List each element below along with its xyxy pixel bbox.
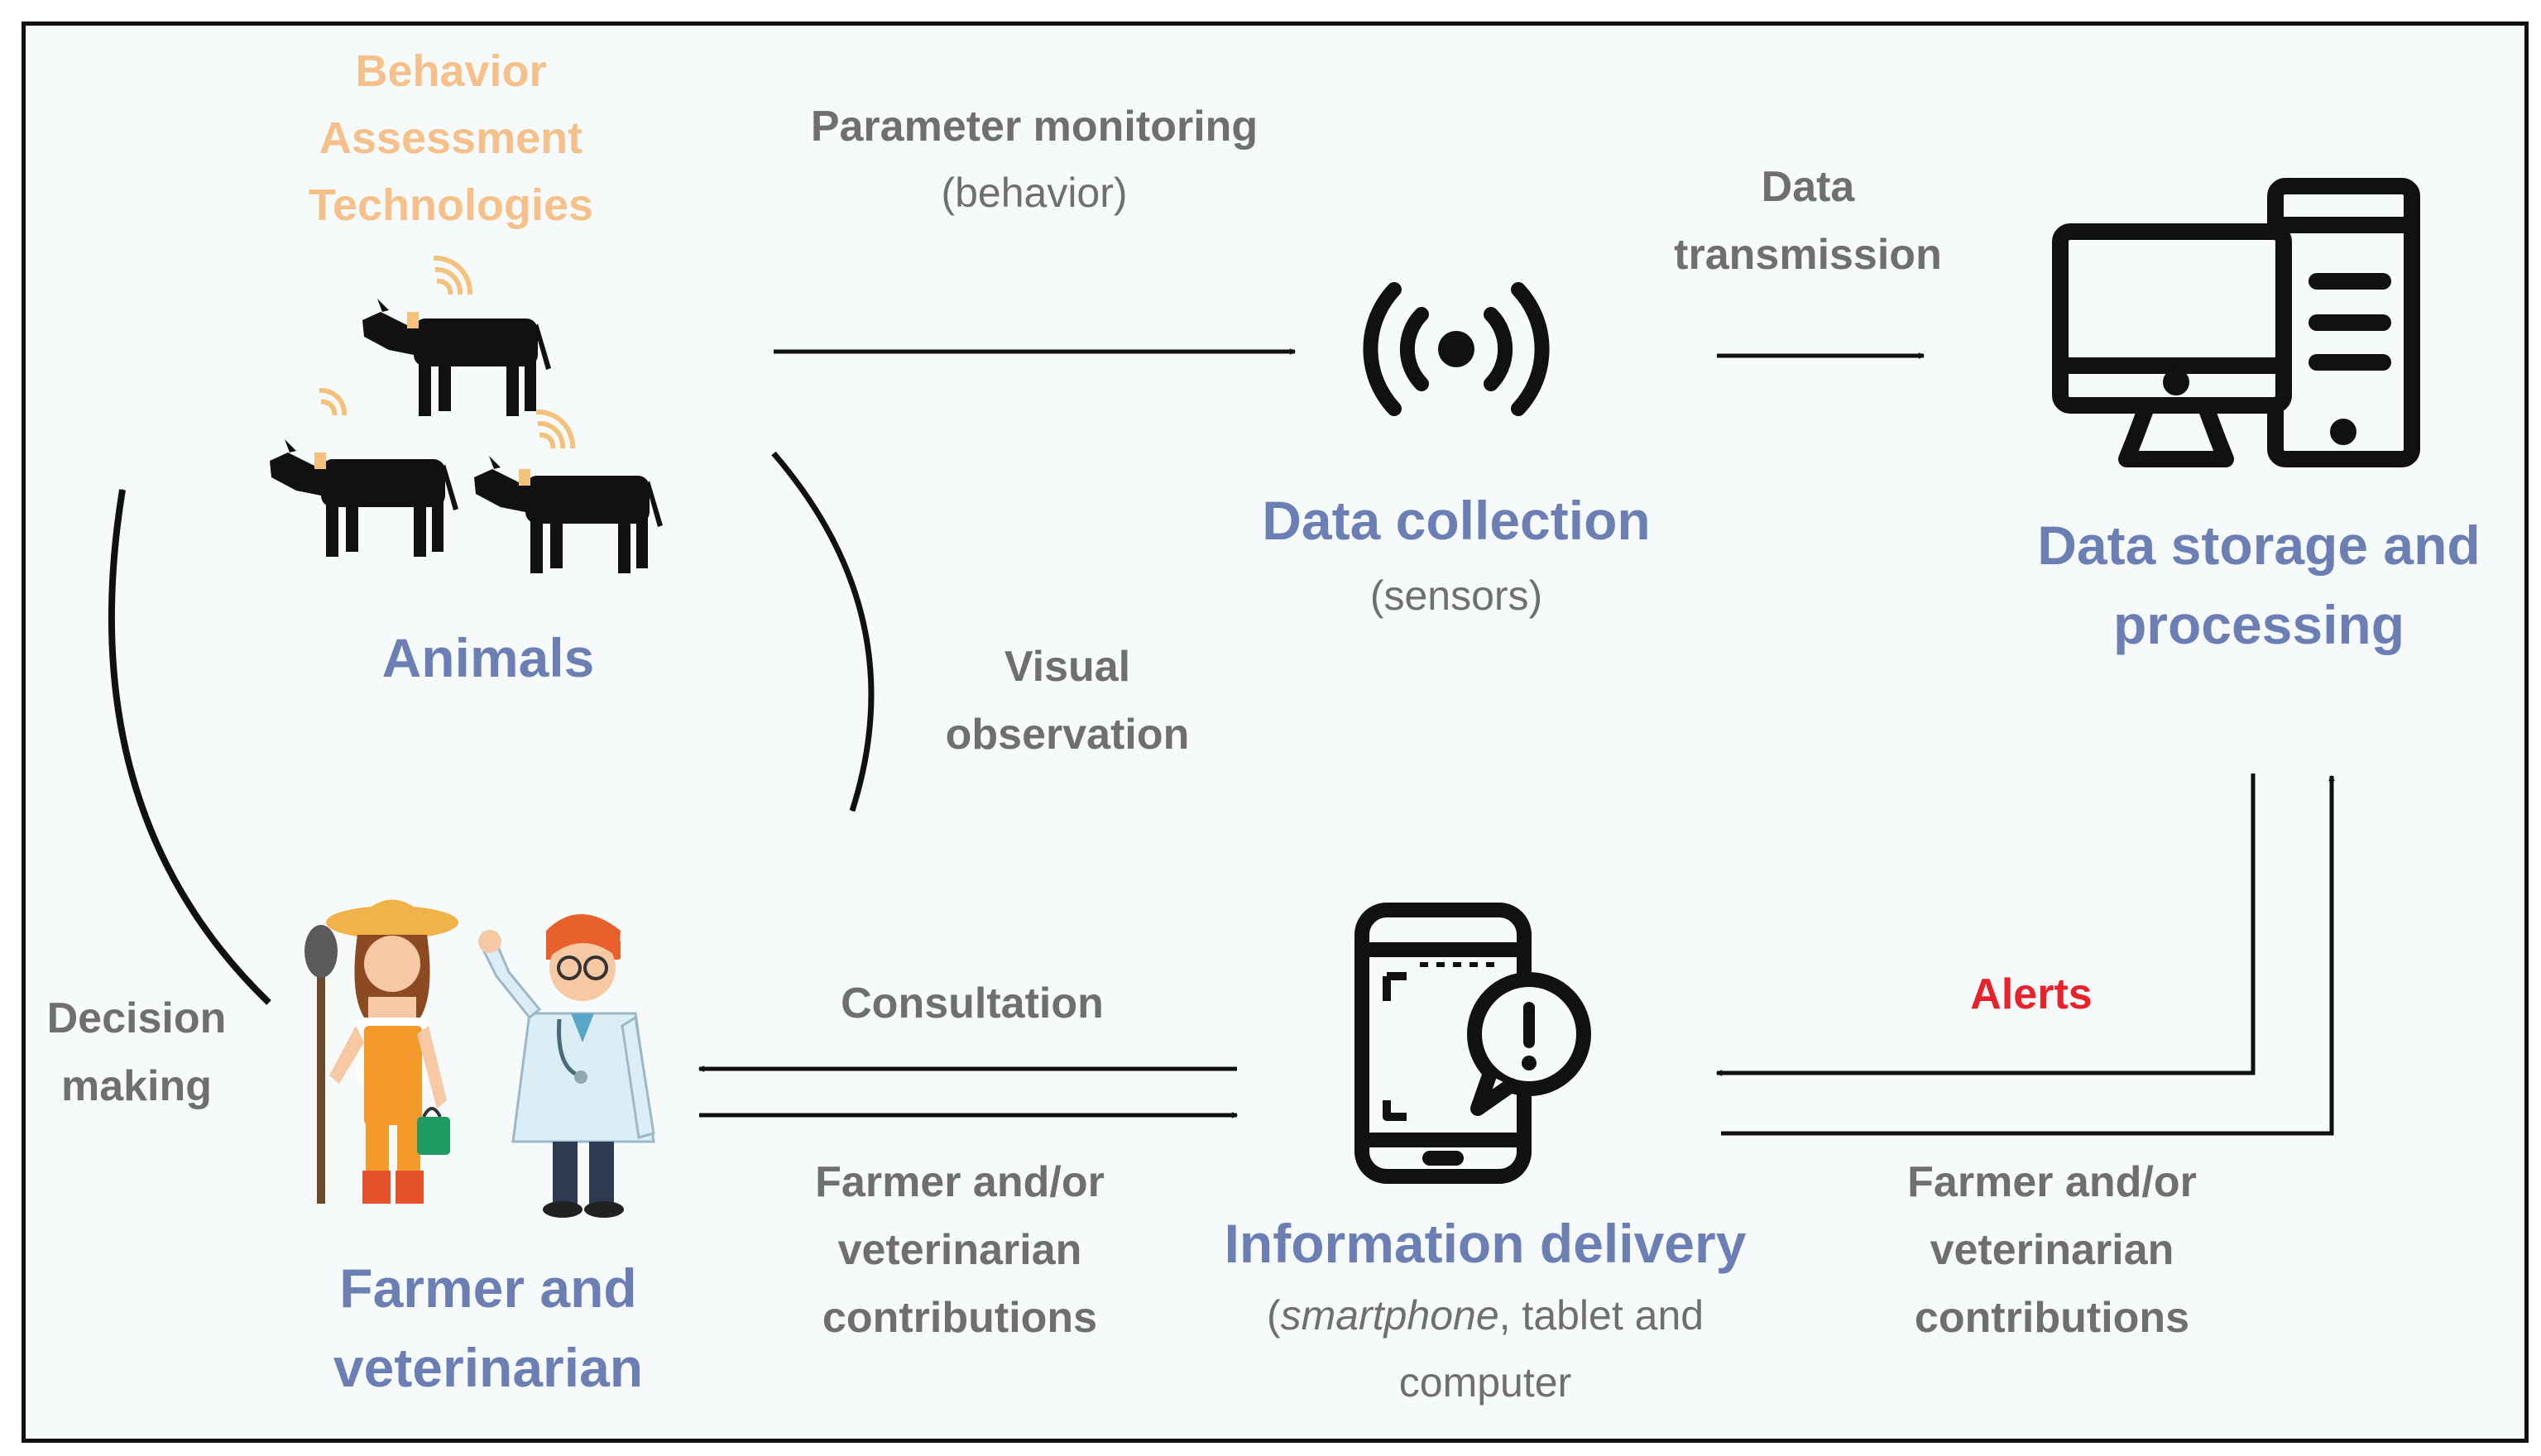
arrow-farmer-contrib-right xyxy=(1721,776,2332,1136)
data-storage-title: Data storage and processing xyxy=(2037,515,2481,655)
farmer-veterinarian-label: Farmer and veterinarian xyxy=(333,1257,644,1398)
data-collection-subtitle: (sensors) xyxy=(1369,572,1543,619)
behavior-tech-label: Behavior Assessment Technologies xyxy=(308,46,594,230)
arrow-decision-making xyxy=(108,490,271,1005)
smartphone-alert-icon xyxy=(1354,903,1591,1184)
data-collection-title: Data collection xyxy=(1262,490,1651,551)
data-transmission-label: Data transmission xyxy=(1674,163,1942,280)
cattle-with-tags-icon xyxy=(270,255,663,573)
animals-label: Animals xyxy=(381,627,595,688)
parameter-monitoring-label: Parameter monitoring (behavior) xyxy=(810,103,1259,217)
veterinarian-icon xyxy=(478,914,655,1218)
arrow-alerts xyxy=(1717,774,2256,1073)
information-delivery-title: Information delivery xyxy=(1224,1213,1747,1274)
decision-making-label: Decision making xyxy=(46,994,227,1111)
wireless-signal-icon xyxy=(1363,282,1550,416)
arrow-visual-observation xyxy=(771,451,875,811)
consultation-label: Consultation xyxy=(841,979,1104,1027)
farmer-icon xyxy=(304,899,458,1204)
alerts-label: Alerts xyxy=(1970,970,2093,1018)
visual-observation-label: Visual observation xyxy=(945,643,1190,759)
contrib-left-label: Farmer and/or veterinarian contributions xyxy=(815,1158,1105,1343)
information-delivery-subtitle: (smartphone, tablet and computer xyxy=(1266,1292,1704,1406)
contrib-right-label: Farmer and/or veterinarian contributions xyxy=(1907,1158,2197,1343)
computer-tower-icon xyxy=(2052,178,2420,467)
